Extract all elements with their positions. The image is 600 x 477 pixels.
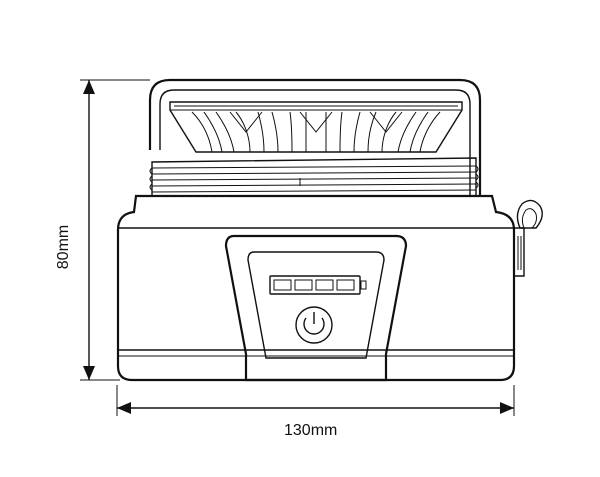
- control-panel: [224, 234, 408, 382]
- main-body: [116, 194, 516, 382]
- beacon-lens: [169, 101, 463, 153]
- height-dimension-line: [80, 79, 150, 381]
- width-dimension-label: 130mm: [284, 422, 338, 439]
- side-hook: [514, 199, 543, 277]
- width-dimension-line: [116, 385, 515, 416]
- height-dimension-label: 80mm: [55, 224, 73, 270]
- handle: [148, 78, 482, 195]
- ribbed-collar: [149, 157, 479, 197]
- battery-indicator: [269, 275, 367, 295]
- power-button-icon: [295, 306, 333, 344]
